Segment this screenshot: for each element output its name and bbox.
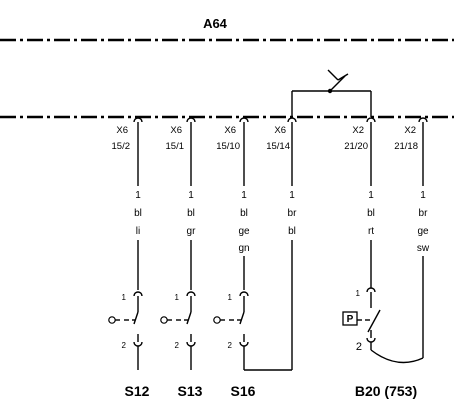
circuit-column-6: X2 21/18 1 br ge sw <box>370 117 430 364</box>
wire-color: li <box>136 226 140 237</box>
connector-label: X2 <box>352 125 364 136</box>
circuit-column-2: X6 15/1 1 bl gr <box>166 117 197 290</box>
pin-label: 1 <box>356 289 361 298</box>
internal-module-switch <box>291 69 372 117</box>
wire-color: ge <box>238 226 250 237</box>
wire-number: 1 <box>135 190 141 201</box>
pin-label: 2 <box>228 341 233 350</box>
pin-label: 1 <box>122 293 127 302</box>
wire-color: br <box>419 208 429 219</box>
connector-pin: 15/14 <box>266 141 290 152</box>
pin-label: 1 <box>175 293 180 302</box>
connector-label: X2 <box>404 125 416 136</box>
connector-pin: 15/1 <box>166 141 185 152</box>
pressure-box-label: P <box>347 314 354 325</box>
wire-number: 1 <box>420 190 426 201</box>
wire-color: rt <box>368 226 374 237</box>
pin-label: 2 <box>356 341 362 353</box>
connector-label: X6 <box>274 125 286 136</box>
connector-pin: 15/2 <box>112 141 131 152</box>
wire-color: sw <box>417 243 430 254</box>
circuit-column-1: X6 15/2 1 bl li <box>112 117 143 290</box>
wire-color: bl <box>240 208 248 219</box>
module-label: A64 <box>203 16 228 31</box>
connector-label: X6 <box>116 125 128 136</box>
switch-s16: 1 2 S16 <box>213 291 256 399</box>
switch-s13: 1 2 S13 <box>160 291 203 399</box>
connector-label: X6 <box>224 125 236 136</box>
pressure-switch-b20: 1 P 2 B20 (753) <box>342 287 417 399</box>
connector-label: X6 <box>170 125 182 136</box>
module-a64: A64 <box>0 16 454 119</box>
wire-color: bl <box>288 226 296 237</box>
wire-number: 1 <box>188 190 194 201</box>
wire-number: 1 <box>289 190 295 201</box>
pin-label: 2 <box>122 341 127 350</box>
pin-label: 1 <box>228 293 233 302</box>
connector-pin: 21/18 <box>394 141 418 152</box>
circuit-column-3: X6 15/10 1 bl ge gn <box>216 117 250 290</box>
switch-label: B20 (753) <box>355 383 417 399</box>
switch-label: S13 <box>178 383 203 399</box>
wire-color: bl <box>187 208 195 219</box>
pressure-box <box>342 311 358 326</box>
circuit-column-5: X2 21/20 1 bl rt <box>344 117 376 288</box>
wire-color: bl <box>134 208 142 219</box>
wire-color: gr <box>187 226 197 237</box>
wire-color: ge <box>417 226 429 237</box>
connector-pin: 15/10 <box>216 141 240 152</box>
switch-s12: 1 2 S12 <box>108 291 150 399</box>
wire-color: br <box>288 208 298 219</box>
wire-number: 1 <box>368 190 374 201</box>
circuit-column-4: X6 15/14 1 br bl <box>244 117 298 371</box>
wire-number: 1 <box>241 190 247 201</box>
connector-pin: 21/20 <box>344 141 368 152</box>
switch-label: S12 <box>125 383 150 399</box>
wire-color: bl <box>367 208 375 219</box>
pin-label: 2 <box>175 341 180 350</box>
wire-color: gn <box>238 243 249 254</box>
switch-label: S16 <box>231 383 256 399</box>
